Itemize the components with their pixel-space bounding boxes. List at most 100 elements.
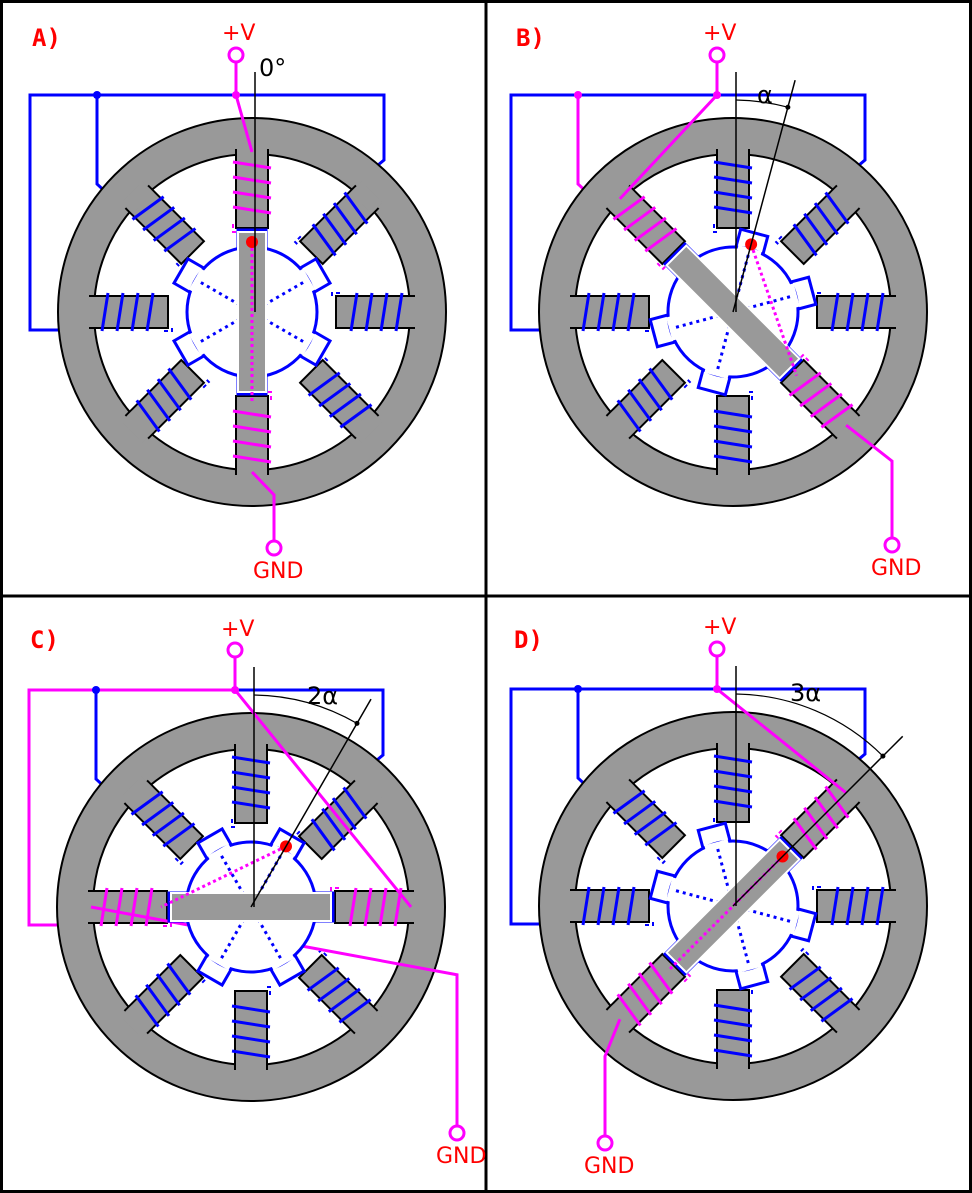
stator-pole — [231, 986, 271, 1077]
stator-pole — [602, 952, 692, 1037]
coil-winding — [824, 191, 850, 225]
tooth-fill — [666, 877, 679, 903]
stator-pole — [812, 886, 903, 926]
stator-pole — [779, 947, 864, 1037]
coil-lead — [265, 986, 271, 995]
stator-pole — [121, 181, 206, 271]
pole-root — [563, 297, 579, 327]
coil-winding — [627, 388, 653, 422]
coil-winding — [581, 292, 591, 332]
coil-winding — [612, 195, 646, 221]
rotor-marker-dot — [246, 236, 258, 248]
coil-winding — [596, 886, 606, 926]
stator-pole — [231, 737, 271, 828]
pole-shoe — [335, 295, 415, 329]
rotor — [171, 228, 333, 396]
pole-root — [120, 1005, 153, 1038]
pole-shoe — [716, 149, 750, 229]
gnd-terminal — [596, 1134, 614, 1152]
coil-lead — [747, 391, 753, 400]
coil-winding — [875, 886, 885, 926]
stator-pole — [563, 292, 654, 332]
tooth-fill — [704, 366, 730, 379]
pole-root — [831, 1004, 864, 1037]
coil-lead — [174, 857, 186, 866]
panel-d-vplus-label: +V — [703, 615, 736, 640]
panel-a-vplus-label: +V — [222, 21, 255, 46]
junction-dot — [93, 91, 101, 99]
coil-winding — [348, 887, 358, 927]
rotor-angle-line — [732, 735, 904, 907]
coil-winding — [100, 292, 110, 332]
coil-lead — [774, 235, 783, 247]
coil-winding — [799, 976, 833, 1002]
coil-winding — [813, 202, 839, 236]
junction-dot — [574, 91, 582, 99]
stator-pole — [297, 948, 382, 1038]
coil-winding — [623, 206, 657, 232]
stator-pole — [713, 985, 753, 1076]
tooth-fill — [704, 839, 730, 852]
pole-shoe — [570, 295, 650, 329]
coil-winding — [152, 216, 186, 242]
stator-pole — [602, 358, 692, 443]
coil-winding — [860, 886, 870, 926]
coil-lead — [163, 921, 172, 927]
coil-winding — [713, 799, 753, 809]
pole-shoe — [89, 295, 169, 329]
pole-root — [602, 410, 635, 443]
panel-c-vplus-label: +V — [221, 617, 254, 642]
coil-winding — [633, 810, 667, 836]
tooth-fill — [270, 952, 295, 971]
coil-winding — [378, 887, 388, 927]
stator-pole — [232, 391, 272, 482]
coil-winding — [310, 818, 336, 852]
pole-root — [121, 181, 154, 214]
coil-winding — [596, 292, 606, 332]
coil-winding — [611, 886, 621, 926]
coil-winding — [623, 800, 657, 826]
coil-winding — [144, 887, 154, 927]
coil-winding — [145, 983, 171, 1017]
coil-winding — [713, 190, 753, 200]
coil-winding — [394, 292, 404, 332]
rotor-dotted-line — [197, 279, 253, 314]
coil-winding — [115, 292, 125, 332]
pole-root — [718, 142, 748, 158]
panel-c — [27, 641, 466, 1142]
coil-winding — [627, 982, 653, 1016]
pole-root — [887, 297, 903, 327]
coil-winding — [860, 292, 870, 332]
coil-lead — [798, 947, 810, 956]
coil-winding — [331, 797, 357, 831]
coil-winding — [232, 190, 272, 200]
coil-winding — [637, 378, 663, 412]
panel-d-angle-label: 3α — [790, 679, 821, 707]
tooth-fill — [297, 268, 316, 293]
coil-winding — [129, 887, 139, 927]
coil-winding — [803, 212, 829, 246]
coil-winding — [713, 1048, 753, 1058]
coil-lead — [683, 971, 692, 983]
tooth-fill — [736, 960, 762, 973]
coil-winding — [788, 371, 822, 397]
pole-root — [349, 1005, 382, 1038]
pole-root — [405, 892, 421, 922]
coil-winding — [820, 403, 854, 429]
pole-root — [563, 891, 579, 921]
arc-arrowhead — [880, 753, 886, 759]
coil-winding — [792, 223, 818, 257]
stator-pole — [602, 181, 687, 271]
tooth-fill — [188, 331, 207, 356]
coil-winding — [130, 292, 140, 332]
rotor-tooth-cover — [188, 268, 253, 314]
coil-winding — [232, 175, 272, 185]
coil-winding — [332, 202, 358, 236]
coil-winding — [142, 206, 176, 232]
panel-a-angle-label: 0° — [259, 54, 286, 82]
junction-dot — [232, 91, 240, 99]
coil-winding — [338, 998, 372, 1024]
panel-c-gnd-label: GND — [436, 1144, 486, 1169]
coil-winding — [167, 367, 193, 401]
vplus-terminal — [708, 46, 726, 64]
